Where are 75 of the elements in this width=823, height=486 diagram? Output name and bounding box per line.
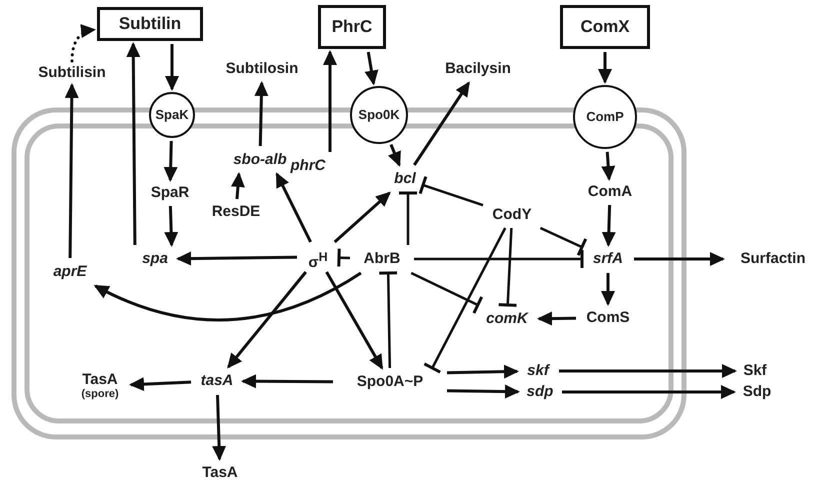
- node-label: ComX: [580, 18, 630, 36]
- protein-label: Spo0A~P: [336, 371, 444, 393]
- gene-label: bcl: [390, 168, 420, 190]
- gene-label: skf: [520, 362, 556, 380]
- inhibition-line: [398, 192, 418, 245]
- activation-arrow: [129, 377, 192, 392]
- activation-arrow: [176, 252, 298, 266]
- protein-label: CodY: [486, 205, 538, 225]
- protein-label: Bacilysin: [430, 58, 526, 80]
- activation-arrow: [276, 172, 312, 243]
- activation-arrow: [601, 152, 616, 181]
- node-label: ComP: [586, 110, 624, 124]
- protein-label: Sdp: [737, 383, 777, 401]
- inhibition-line: [414, 248, 584, 270]
- activation-arrow: [634, 252, 725, 266]
- activation-arrow: [165, 44, 179, 91]
- protein-label: ResDE: [206, 202, 266, 222]
- activation-arrow: [126, 42, 140, 246]
- inhibition-line: [378, 271, 399, 368]
- activation-arrow: [537, 312, 576, 326]
- node-label: PhrC: [332, 18, 372, 36]
- activation-arrow: [325, 271, 384, 370]
- protein-label: σ$^{H}$: [300, 245, 336, 269]
- signal-box: [318, 5, 386, 49]
- inhibition-line: [337, 247, 350, 268]
- gene-label: sdp: [521, 383, 559, 401]
- dotted-arrow: [70, 24, 96, 62]
- gene-label: comK: [478, 308, 536, 330]
- gene-label: srfA: [585, 248, 631, 270]
- gene-label: spa: [135, 248, 175, 270]
- activation-arrow: [446, 384, 520, 399]
- signal-box: [560, 5, 650, 49]
- protein-label: SpaR: [146, 183, 194, 203]
- activation-arrow: [64, 83, 79, 258]
- inhibition-line: [410, 272, 484, 315]
- activation-arrow: [388, 144, 401, 167]
- note-label: (spore): [81, 388, 119, 400]
- activation-arrow: [601, 273, 615, 306]
- activation-arrow: [164, 206, 178, 247]
- activation-arrow: [334, 192, 391, 244]
- protein-label: ComS: [579, 307, 637, 329]
- activation-arrow: [559, 364, 737, 378]
- node-label: Subtilin: [118, 14, 182, 34]
- protein-label: Subtilosin: [210, 58, 314, 80]
- node-label: Spo0K: [358, 108, 400, 122]
- activation-arrow: [164, 140, 178, 182]
- activation-arrow: [413, 81, 470, 166]
- activation-arrow: [227, 271, 307, 369]
- activation-arrow: [598, 52, 612, 84]
- protein-label: AbrB: [353, 248, 411, 270]
- activation-arrow: [230, 172, 245, 200]
- inhibition-line: [418, 175, 484, 206]
- inhibition-line: [422, 227, 506, 374]
- protein-label: Skf: [738, 362, 772, 380]
- activation-arrow: [241, 374, 334, 388]
- node-label: SpaK: [155, 108, 189, 122]
- activation-arrow: [254, 81, 268, 146]
- protein-label: ComA: [583, 182, 637, 202]
- activation-arrow: [602, 204, 616, 247]
- activation-arrow: [364, 52, 378, 86]
- activation-arrow: [562, 385, 736, 399]
- activation-arrow: [323, 50, 337, 152]
- activation-arrow: [446, 364, 519, 379]
- gene-label: aprE: [45, 261, 95, 283]
- inhibition-line: [497, 228, 518, 307]
- activation-arrow: [94, 272, 362, 322]
- receptor-circle: [149, 92, 195, 138]
- protein-label: Surfactin: [726, 248, 820, 270]
- protein-label: TasA: [195, 462, 245, 484]
- gene-label: tasA: [194, 370, 240, 392]
- protein-label: TasA: [82, 372, 118, 388]
- protein-label: Subtilisin: [32, 64, 112, 82]
- inhibition-line: [540, 226, 588, 257]
- activation-arrow: [212, 394, 226, 461]
- signal-box: [97, 7, 203, 41]
